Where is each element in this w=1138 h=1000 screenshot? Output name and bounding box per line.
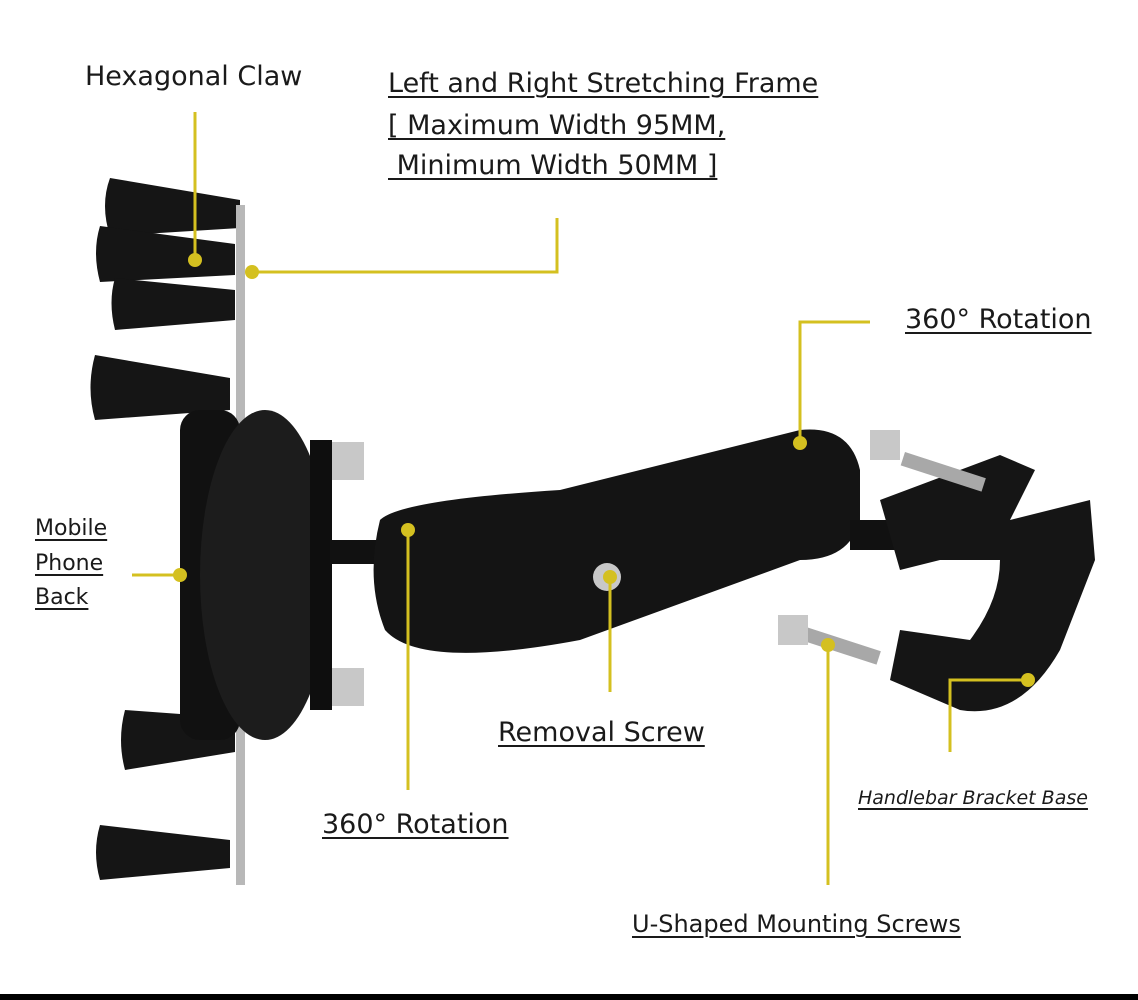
label-rotation-top: 360° Rotation — [905, 304, 1092, 335]
label-hexagonal-claw: Hexagonal Claw — [85, 61, 303, 92]
u-screw-bottom — [795, 625, 881, 665]
label-rotation-bottom: 360° Rotation — [322, 809, 509, 840]
label-max-width: [ Maximum Width 95MM, — [388, 110, 726, 141]
nut-bottom — [332, 668, 364, 706]
label-stretching-frame: Left and Right Stretching Frame — [388, 68, 819, 99]
mount-disc — [200, 410, 330, 740]
label-removal-screw: Removal Screw — [498, 717, 705, 748]
phone-holder-claws — [90, 178, 240, 880]
extension-arm — [373, 429, 860, 653]
leader-lines — [132, 112, 1028, 885]
label-bracket-base: Handlebar Bracket Base — [858, 787, 1088, 809]
label-phone-back-3: Back — [35, 585, 89, 610]
nut-top — [332, 442, 364, 480]
label-phone-back-2: Phone — [35, 551, 104, 576]
bottom-border — [0, 994, 1138, 1000]
u-screw-top — [900, 452, 986, 492]
label-min-width: Minimum Width 50MM ] — [388, 150, 718, 181]
label-u-screws: U-Shaped Mounting Screws — [632, 910, 961, 938]
label-phone-back-1: Mobile — [35, 516, 108, 541]
handlebar-bracket — [880, 455, 1095, 712]
leader-dots — [173, 253, 1035, 687]
